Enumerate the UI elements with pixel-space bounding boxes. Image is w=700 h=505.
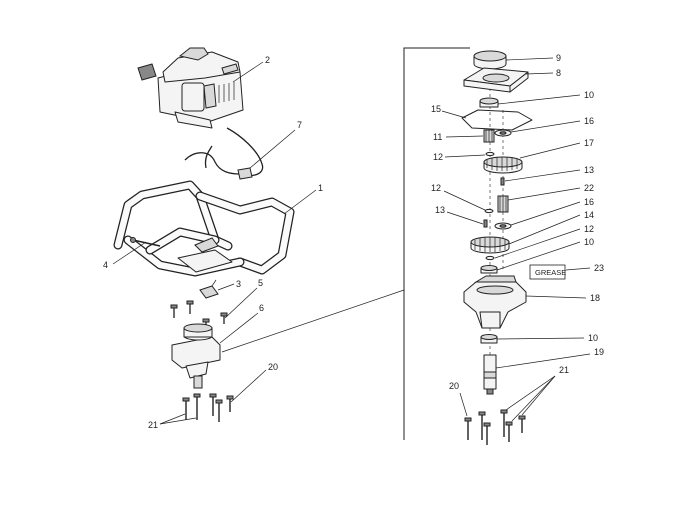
callout-washer-a: 12	[433, 152, 443, 162]
throttle-cable-part	[184, 127, 264, 180]
callout-grease: 23	[594, 263, 604, 273]
washer-a-part	[485, 151, 495, 157]
screws-part	[170, 300, 228, 330]
housing-part	[463, 275, 527, 329]
grease-box: GREASE	[529, 264, 566, 280]
handle-bolt-part	[130, 237, 161, 247]
callout-bolts-left-group: 21	[148, 420, 158, 430]
shaft-pinion-part	[497, 195, 509, 213]
bolts-right-part	[464, 409, 526, 445]
cap-part	[473, 50, 507, 70]
callout-washer-c: 12	[584, 224, 594, 234]
bearing-mid-part	[480, 265, 498, 274]
pin-a-part	[500, 177, 505, 186]
gear-large-part	[483, 156, 523, 174]
callout-throttle-switch: 3	[236, 279, 241, 289]
callout-gear-lower: 14	[584, 210, 594, 220]
gear-lower-part	[470, 236, 510, 254]
panel-divider	[403, 47, 470, 440]
grease-label: GREASE	[535, 268, 566, 277]
bearing-top-part	[479, 97, 499, 108]
throttle-switch-part	[199, 279, 219, 299]
callout-housing: 18	[590, 293, 600, 303]
bearing-low-part	[480, 334, 498, 344]
bolts-left-part	[182, 393, 234, 422]
gearbox-assembly-part	[171, 323, 221, 389]
callout-handle-bolt: 4	[103, 260, 108, 270]
handle-frame-part	[113, 180, 295, 277]
callout-pinion: 11	[433, 132, 442, 142]
callout-pin-b: 13	[435, 205, 445, 215]
callout-screws: 5	[258, 278, 263, 288]
callout-gasket: 15	[431, 104, 441, 114]
pin-b-part	[483, 219, 488, 228]
callout-pin-a: 13	[584, 165, 594, 175]
callout-cap: 9	[556, 53, 561, 63]
callout-bushing: 16	[584, 116, 594, 126]
callout-bolt-left-single: 20	[268, 362, 278, 372]
callout-top-plate: 8	[556, 68, 561, 78]
callout-bushing-b: 16	[584, 197, 594, 207]
callout-shaft-pinion: 22	[584, 183, 594, 193]
callout-bearing-top: 10	[584, 90, 594, 100]
callout-washer-b: 12	[431, 183, 441, 193]
output-shaft-part	[483, 354, 497, 395]
bushing-b-part	[494, 222, 512, 230]
gasket-part	[461, 109, 533, 131]
callout-gearbox-assembly: 6	[259, 303, 264, 313]
callout-gear-large: 17	[584, 138, 594, 148]
washer-b-part	[484, 208, 494, 214]
callout-bearing-low: 10	[588, 333, 598, 343]
top-plate-part	[463, 67, 529, 93]
callout-bolts-right-group: 21	[559, 365, 569, 375]
callout-output-shaft: 19	[594, 347, 604, 357]
engine-part	[137, 47, 244, 129]
callout-bolt-right-single: 20	[449, 381, 459, 391]
pinion-part	[483, 129, 495, 143]
callout-throttle-cable: 7	[297, 120, 302, 130]
washer-c-part	[485, 255, 495, 261]
bushing-part	[494, 129, 512, 137]
callout-handle-frame: 1	[318, 183, 323, 193]
callout-engine: 2	[265, 55, 270, 65]
callout-bearing-mid: 10	[584, 237, 594, 247]
